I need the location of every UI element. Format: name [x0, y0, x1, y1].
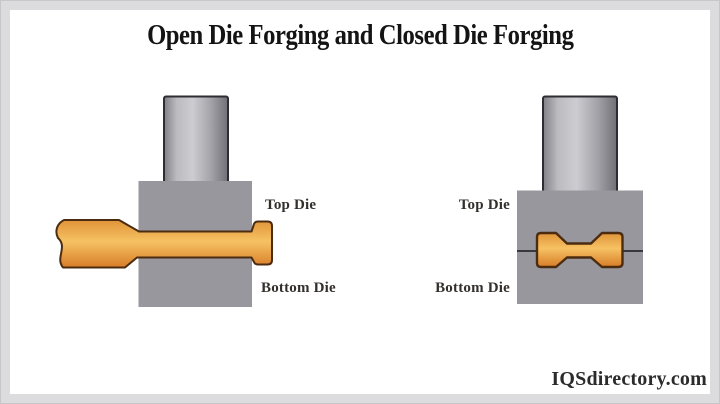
page-title-text: Open Die Forging and Closed Die Forging	[146, 20, 574, 51]
source-credit-link[interactable]: IQSdirectory.com	[551, 368, 707, 390]
open-die-workpiece	[55, 219, 273, 269]
closed-die-top-die-label: Top Die	[458, 197, 510, 213]
page-title: Open Die Forging and Closed Die Forging	[0, 20, 720, 52]
open-die-top-die-label: Top Die	[265, 197, 317, 213]
open-die-forging-figure	[55, 95, 273, 307]
closed-die-workpiece	[535, 231, 624, 269]
closed-die-bottom-die-label: Bottom Die	[435, 280, 510, 296]
open-die-bottom-die-block	[138, 257, 252, 307]
closed-die-forging-figure	[517, 95, 643, 304]
open-die-top-die-block	[138, 181, 252, 232]
open-die-bottom-die-label: Bottom Die	[261, 280, 336, 296]
closed-die-ram	[542, 95, 618, 195]
open-die-ram	[163, 95, 229, 188]
